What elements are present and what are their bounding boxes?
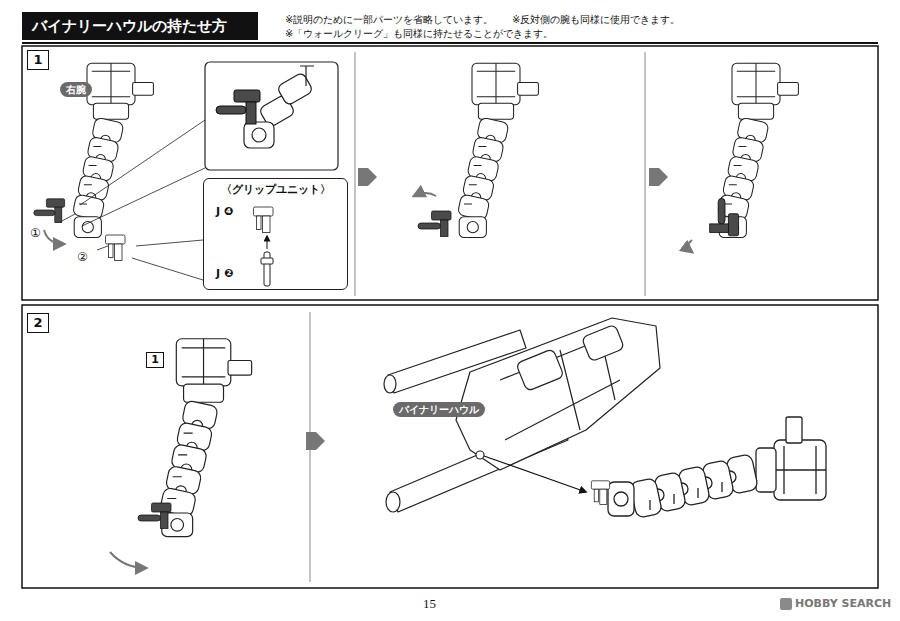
drawing-rect (277, 72, 314, 106)
drawing-polygon (306, 432, 325, 450)
drawing-line (136, 240, 203, 246)
node-text: バイナリーハウル (399, 403, 479, 416)
drawing-rect (244, 122, 274, 148)
drawing-ellipse (386, 492, 400, 512)
part-code: J ❹ (216, 205, 233, 219)
drawing-ellipse (384, 375, 396, 393)
drawing-polygon (358, 168, 377, 186)
drawing-line (60, 214, 75, 222)
step-number: 2 (27, 313, 49, 333)
note: ※反対側の腕も同様に使用できます。 (512, 14, 680, 26)
step-reference: 1 (146, 352, 164, 368)
step-number: 1 (27, 50, 49, 70)
drawing-polygon (456, 318, 660, 470)
grip-unit-box: 〈グリップユニット〉 J ❹ J ❷ (203, 178, 348, 290)
drawing-line (22, 42, 878, 44)
drawing-line (267, 236, 268, 249)
drawing-path (110, 552, 146, 568)
drawing-use (254, 207, 274, 233)
drawing-use (216, 90, 260, 124)
drawing-use (608, 417, 826, 518)
drawing-rect (264, 252, 270, 286)
drawing-g (608, 417, 826, 518)
drawing-path (44, 230, 64, 244)
drawing-rect (22, 305, 878, 588)
drawing-g (261, 252, 273, 286)
drawing-use (717, 63, 798, 237)
drawing-use (457, 63, 538, 237)
drawing-use (34, 199, 65, 223)
callout-number: ① (30, 226, 41, 240)
unit-heading: 〈グリップユニット〉 (204, 183, 347, 197)
drawing-g (710, 198, 739, 235)
drawing-use (106, 235, 126, 261)
drawing-polygon (649, 168, 668, 186)
drawing-line (97, 246, 108, 250)
drawing-use (138, 503, 171, 529)
page-number: 15 (423, 596, 436, 611)
note: ※「ウォールクリーグ」も同様に持たせることができます。 (285, 28, 553, 40)
node-text: 1 (29, 51, 47, 69)
drawing-line (484, 456, 586, 492)
title: バイナリーハウルの持たせ方 (32, 12, 248, 40)
drawing-rect (780, 598, 792, 610)
drawing-use (160, 339, 252, 537)
drawing-circle (252, 128, 266, 142)
note: ※説明のために一部パーツを省略しています。 (285, 14, 493, 26)
drawing-line (80, 120, 205, 205)
watermark: HOBBY SEARCH (795, 597, 891, 611)
node-text: 2 (29, 314, 47, 332)
part-tag: バイナリーハウル (393, 402, 485, 417)
drawing-line (82, 168, 205, 226)
drawing-line (355, 52, 356, 296)
node-text: 1 (148, 353, 162, 367)
drawing-circle (476, 451, 484, 459)
drawing-rect (261, 258, 273, 264)
drawing-rect (205, 62, 338, 170)
drawing-line (645, 52, 646, 296)
drawing-rect (581, 324, 624, 362)
drawing-path (414, 193, 436, 196)
drawing-rect (516, 349, 564, 392)
drawing-use (710, 198, 739, 235)
part-tag: 右腕 (60, 82, 92, 97)
node-text: 右腕 (66, 83, 86, 96)
drawing-rect (22, 46, 878, 300)
drawing-line (132, 258, 203, 280)
part-code: J ❷ (216, 267, 233, 281)
title-bar: バイナリーハウルの持たせ方 (22, 12, 258, 40)
callout-number: ② (77, 250, 88, 264)
drawing-path (300, 66, 314, 86)
drawing-path (688, 240, 692, 252)
drawing-use (591, 481, 609, 505)
drawing-use (418, 211, 451, 237)
